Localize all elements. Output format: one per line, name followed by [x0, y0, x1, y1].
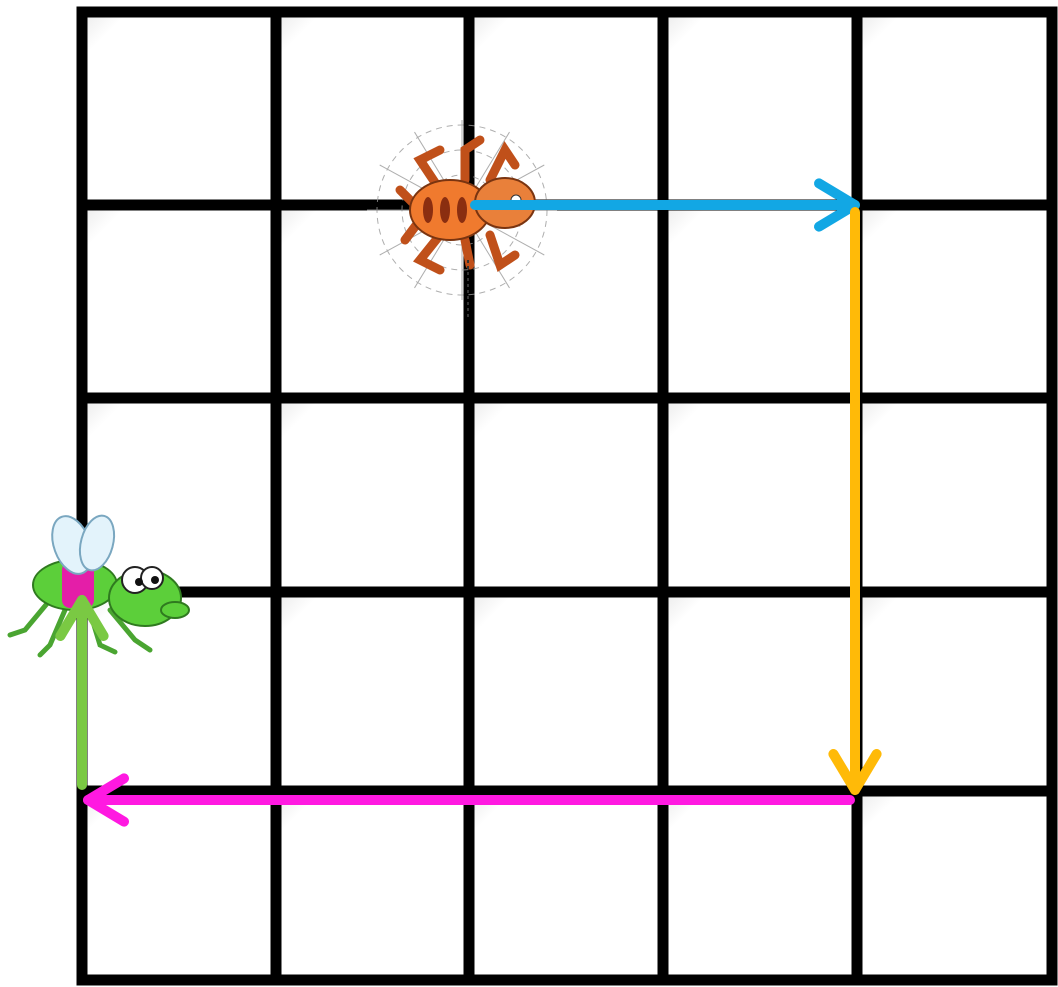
fly-pupil — [151, 576, 159, 584]
spider-stripe — [440, 197, 450, 223]
grid-cell — [857, 12, 1052, 205]
grid-cell — [469, 398, 663, 592]
grid-cells — [82, 12, 1052, 980]
grid-cell — [82, 398, 276, 592]
spider-stripe — [423, 197, 433, 223]
grid-cell — [469, 205, 663, 398]
spider-stripe — [457, 197, 467, 223]
grid-cell — [82, 592, 276, 791]
fly-pupil — [135, 578, 143, 586]
grid-cell — [276, 592, 469, 791]
grid-cell — [469, 791, 663, 980]
grid-cell — [857, 791, 1052, 980]
grid-cell — [663, 205, 857, 398]
fly-snout — [161, 602, 189, 618]
grid-cell — [857, 398, 1052, 592]
grid-cell — [469, 12, 663, 205]
grid-cell — [276, 12, 469, 205]
grid-cell — [82, 12, 276, 205]
grid-cell — [663, 592, 857, 791]
grid-cell — [276, 398, 469, 592]
grid-cell — [469, 592, 663, 791]
grid-cell — [857, 592, 1052, 791]
grid-cell — [663, 791, 857, 980]
grid-cell — [276, 791, 469, 980]
grid-cell — [663, 398, 857, 592]
grid-cell — [857, 205, 1052, 398]
grid-cell — [663, 12, 857, 205]
grid-cell — [82, 205, 276, 398]
